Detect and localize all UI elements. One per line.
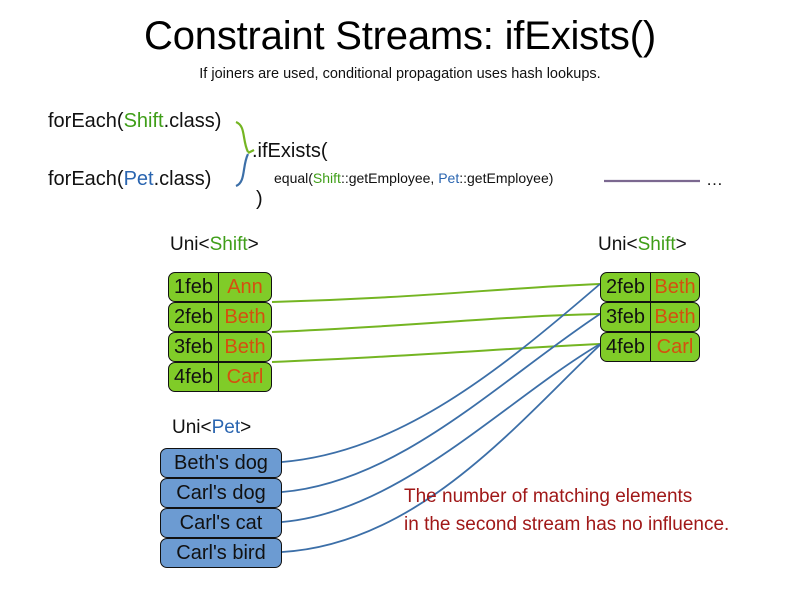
code-equal-pet: Pet bbox=[438, 170, 460, 186]
code-equal-joiner: equal(Shift::getEmployee, Pet::getEmploy… bbox=[274, 170, 553, 186]
code-foreach-suffix-pet: .class) bbox=[153, 168, 212, 190]
code-equal-prefix: equal( bbox=[274, 170, 313, 186]
uni-type: Shift bbox=[209, 234, 248, 255]
uni-prefix: Uni< bbox=[170, 234, 210, 255]
page-title: Constraint Streams: ifExists() bbox=[144, 14, 656, 58]
uni-prefix: Uni< bbox=[598, 234, 638, 255]
code-foreach-prefix: forEach( bbox=[48, 110, 124, 132]
shift-name: Beth bbox=[224, 336, 266, 358]
uni-suffix: > bbox=[247, 234, 259, 255]
list-item[interactable]: Carl's cat bbox=[160, 508, 282, 538]
code-line-foreach-shift: forEach(Shift.class) bbox=[48, 110, 221, 133]
annotation-line-2: in the second stream has no influence. bbox=[404, 514, 730, 535]
shift-date: 1feb bbox=[169, 273, 219, 301]
code-type-pet: Pet bbox=[123, 168, 154, 190]
code-foreach-suffix: .class) bbox=[163, 110, 222, 132]
uni-type: Pet bbox=[211, 417, 241, 438]
table-row[interactable]: 4feb Carl bbox=[600, 332, 700, 362]
code-foreach-prefix-pet: forEach( bbox=[48, 168, 124, 190]
label-uni-shift-left: Uni<Shift> bbox=[170, 234, 259, 256]
uni-suffix: > bbox=[240, 417, 252, 438]
code-type-shift: Shift bbox=[123, 110, 164, 132]
shift-name: Beth bbox=[224, 306, 266, 328]
code-equal-shift: Shift bbox=[312, 170, 341, 186]
pet-name: Carl's bird bbox=[176, 542, 266, 564]
uni-type: Shift bbox=[637, 234, 676, 255]
table-row[interactable]: 1feb Ann bbox=[168, 272, 272, 302]
page-subtitle: If joiners are used, conditional propaga… bbox=[199, 66, 601, 82]
pet-name: Carl's cat bbox=[179, 512, 263, 534]
code-close-paren: ) bbox=[256, 188, 263, 210]
shift-date: 4feb bbox=[601, 333, 651, 361]
label-uni-pet: Uni<Pet> bbox=[172, 417, 251, 439]
table-row[interactable]: 3feb Beth bbox=[168, 332, 272, 362]
shift-date: 3feb bbox=[169, 333, 219, 361]
table-row[interactable]: 2feb Beth bbox=[168, 302, 272, 332]
table-row[interactable]: 3feb Beth bbox=[600, 302, 700, 332]
code-equal-mid: ::getEmployee, bbox=[340, 170, 439, 186]
table-row[interactable]: 2feb Beth bbox=[600, 272, 700, 302]
code-equal-suffix: ::getEmployee) bbox=[459, 170, 554, 186]
shift-date: 2feb bbox=[169, 303, 219, 331]
shift-name: Carl bbox=[226, 366, 264, 388]
shift-name: Carl bbox=[656, 336, 694, 358]
list-item[interactable]: Beth's dog bbox=[160, 448, 282, 478]
code-ifexists: .ifExists( bbox=[252, 140, 328, 162]
pet-name: Carl's dog bbox=[176, 482, 266, 504]
shift-date: 4feb bbox=[169, 363, 219, 391]
annotation-line-1: The number of matching elements bbox=[404, 486, 693, 507]
uni-prefix: Uni< bbox=[172, 417, 212, 438]
code-ellipsis: … bbox=[706, 170, 723, 189]
shift-name: Beth bbox=[654, 306, 696, 328]
table-row[interactable]: 4feb Carl bbox=[168, 362, 272, 392]
list-item[interactable]: Carl's dog bbox=[160, 478, 282, 508]
list-item[interactable]: Carl's bird bbox=[160, 538, 282, 568]
shift-name: Beth bbox=[654, 276, 696, 298]
pet-name: Beth's dog bbox=[174, 452, 268, 474]
uni-suffix: > bbox=[675, 234, 687, 255]
code-line-foreach-pet: forEach(Pet.class) bbox=[48, 168, 211, 191]
shift-date: 3feb bbox=[601, 303, 651, 331]
label-uni-shift-right: Uni<Shift> bbox=[598, 234, 687, 256]
shift-date: 2feb bbox=[601, 273, 651, 301]
shift-name: Ann bbox=[227, 276, 263, 298]
